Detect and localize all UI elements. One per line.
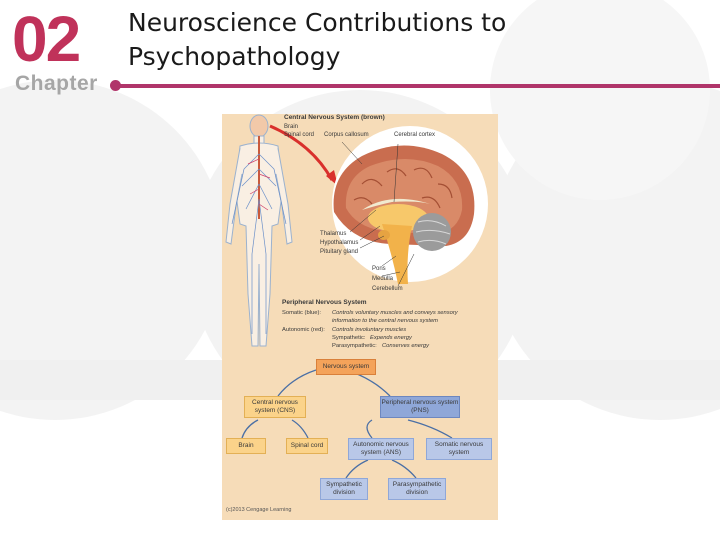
spinal-cord-label: Spinal cord: [284, 132, 314, 138]
node-somatic: Somatic nervous system: [426, 438, 492, 460]
somatic-label: Somatic (blue):: [282, 310, 321, 316]
autonomic-label: Autonomic (red):: [282, 327, 325, 333]
pns-header: Peripheral Nervous System: [282, 299, 367, 306]
node-spinal-cord: Spinal cord: [286, 438, 328, 454]
chapter-number: 02: [12, 3, 81, 75]
thalamus-label: Thalamus: [320, 231, 346, 237]
node-nervous-system: Nervous system: [316, 359, 376, 375]
parasympathetic-desc: Conserves energy: [382, 343, 430, 349]
node-pns: Peripheral nervous system (PNS): [380, 396, 460, 418]
brain-label: Brain: [284, 124, 298, 130]
figure-illustration: Central Nervous System (brown) Brain Spi…: [225, 114, 488, 479]
node-sympathetic: Sympathetic division: [320, 478, 368, 500]
nervous-system-figure: Central Nervous System (brown) Brain Spi…: [222, 114, 498, 520]
body-illustration: [225, 114, 293, 347]
node-ans: Autonomic nervous system (ANS): [348, 438, 414, 460]
title-rule-dot: [110, 80, 121, 91]
flowchart-arrows: [241, 369, 453, 479]
medulla-label: Medulla: [372, 276, 394, 282]
somatic-desc-2: information to the central nervous syste…: [332, 318, 438, 324]
somatic-desc-1: Controls voluntary muscles and conveys s…: [332, 310, 459, 316]
figure-credit: (c)2013 Cengage Learning: [226, 507, 292, 513]
sympathetic-desc: Expends energy: [370, 335, 413, 341]
pons-label: Pons: [372, 266, 386, 272]
pointer-arrowhead: [326, 170, 338, 186]
bg-circle-top-right: [490, 0, 710, 200]
hypothalamus-label: Hypothalamus: [320, 240, 358, 246]
chapter-label: Chapter: [15, 72, 98, 95]
slide-title: Neuroscience Contributions to Psychopath…: [128, 8, 507, 71]
spinal-cord-illustration: [231, 136, 287, 334]
autonomic-desc: Controls involuntary muscles: [332, 327, 406, 333]
node-parasympathetic: Parasympathetic division: [388, 478, 446, 500]
parasympathetic-label: Parasympathetic:: [332, 343, 377, 349]
cerebral-cortex-label: Cerebral cortex: [394, 132, 435, 138]
cerebellum-label: Cerebellum: [372, 286, 403, 292]
pituitary-label: Pituitary gland: [320, 249, 358, 255]
node-cns: Central nervous system (CNS): [244, 396, 306, 418]
title-rule: [118, 84, 720, 88]
brain-illustration: [332, 126, 488, 287]
cns-header: Central Nervous System (brown): [284, 114, 385, 121]
bg-circle-left: [0, 80, 225, 420]
corpus-callosum-label: Corpus callosum: [324, 132, 369, 138]
node-brain: Brain: [226, 438, 266, 454]
sympathetic-label: Sympathetic:: [332, 335, 366, 341]
pointer-arrow: [269, 124, 334, 181]
